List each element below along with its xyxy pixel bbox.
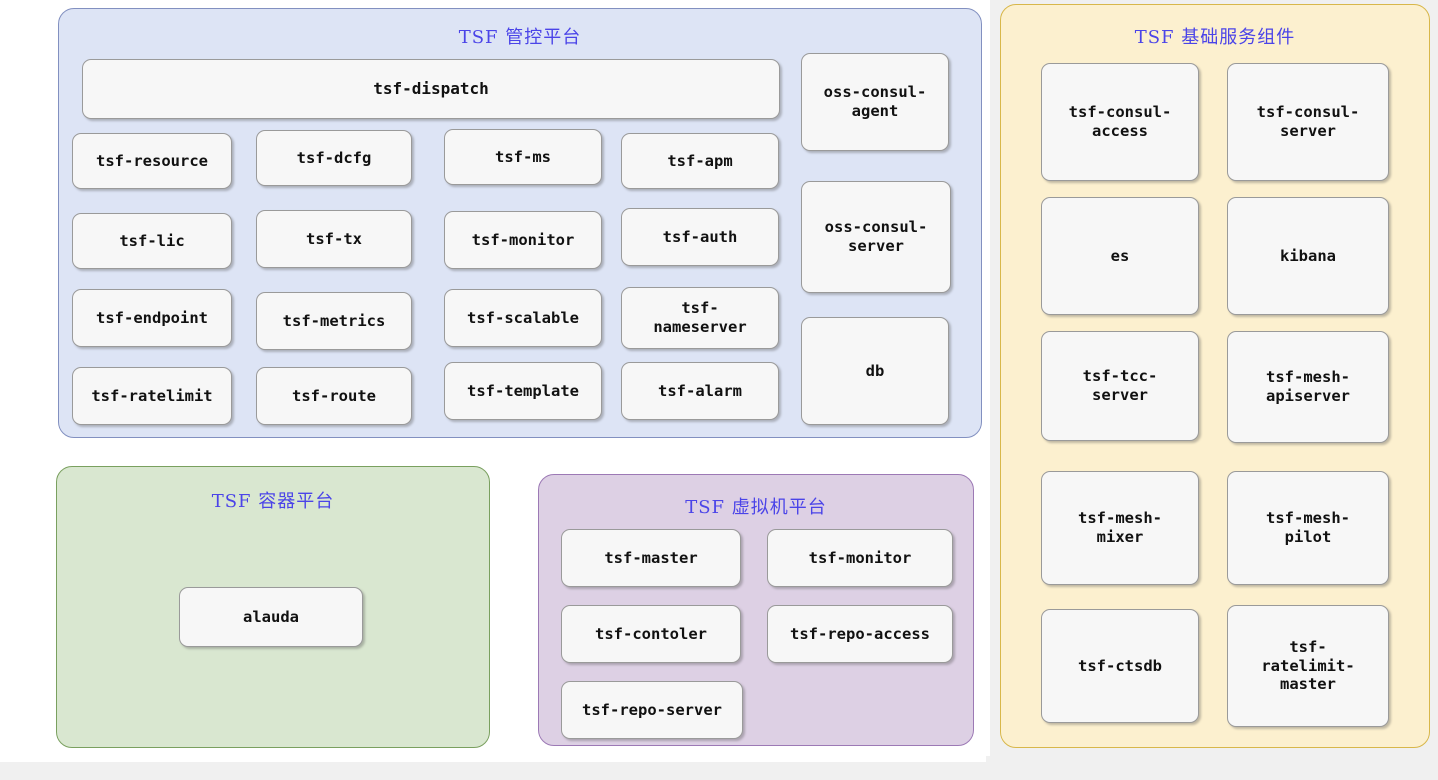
service-box-db[interactable]: db	[801, 317, 949, 425]
service-box-tsf-apm[interactable]: tsf-apm	[621, 133, 779, 189]
service-box-oss-consul-agent[interactable]: oss-consul- agent	[801, 53, 949, 151]
panel-management-platform-title: TSF 管控平台	[458, 27, 582, 48]
service-box-tsf-nameserver[interactable]: tsf- nameserver	[621, 287, 779, 349]
panel-infrastructure-services-title: TSF 基础服务组件	[1134, 27, 1296, 48]
service-box-kibana[interactable]: kibana	[1227, 197, 1389, 315]
service-box-tsf-auth[interactable]: tsf-auth	[621, 208, 779, 266]
panel-container-platform-title: TSF 容器平台	[211, 491, 335, 512]
service-box-tsf-repo-access[interactable]: tsf-repo-access	[767, 605, 953, 663]
service-box-tsf-lic[interactable]: tsf-lic	[72, 213, 232, 269]
panel-vm-platform: TSF 虚拟机平台 tsf-master tsf-monitor tsf-con…	[538, 474, 974, 746]
service-box-tsf-ms[interactable]: tsf-ms	[444, 129, 602, 185]
panel-infrastructure-services: TSF 基础服务组件 tsf-consul- access tsf-consul…	[1000, 4, 1430, 748]
service-box-es[interactable]: es	[1041, 197, 1199, 315]
service-box-tsf-consul-server[interactable]: tsf-consul- server	[1227, 63, 1389, 181]
service-box-tsf-monitor-vm[interactable]: tsf-monitor	[767, 529, 953, 587]
service-box-tsf-tx[interactable]: tsf-tx	[256, 210, 412, 268]
service-box-tsf-monitor[interactable]: tsf-monitor	[444, 211, 602, 269]
service-box-tsf-dcfg[interactable]: tsf-dcfg	[256, 130, 412, 186]
service-box-tsf-metrics[interactable]: tsf-metrics	[256, 292, 412, 350]
service-box-tsf-endpoint[interactable]: tsf-endpoint	[72, 289, 232, 347]
service-box-tsf-alarm[interactable]: tsf-alarm	[621, 362, 779, 420]
service-box-tsf-master[interactable]: tsf-master	[561, 529, 741, 587]
service-box-tsf-consul-access[interactable]: tsf-consul- access	[1041, 63, 1199, 181]
service-box-tsf-ratelimit-master[interactable]: tsf- ratelimit- master	[1227, 605, 1389, 727]
panel-vm-platform-title: TSF 虚拟机平台	[685, 497, 827, 518]
service-box-tsf-mesh-apiserver[interactable]: tsf-mesh- apiserver	[1227, 331, 1389, 443]
panel-container-platform: TSF 容器平台 alauda	[56, 466, 490, 748]
service-box-tsf-scalable[interactable]: tsf-scalable	[444, 289, 602, 347]
service-box-tsf-repo-server[interactable]: tsf-repo-server	[561, 681, 743, 739]
service-box-tsf-contoler[interactable]: tsf-contoler	[561, 605, 741, 663]
service-box-tsf-route[interactable]: tsf-route	[256, 367, 412, 425]
service-box-tsf-mesh-pilot[interactable]: tsf-mesh- pilot	[1227, 471, 1389, 585]
service-box-tsf-ctsdb[interactable]: tsf-ctsdb	[1041, 609, 1199, 723]
service-box-oss-consul-server[interactable]: oss-consul- server	[801, 181, 951, 293]
service-box-tsf-dispatch[interactable]: tsf-dispatch	[82, 59, 780, 119]
service-box-tsf-mesh-mixer[interactable]: tsf-mesh- mixer	[1041, 471, 1199, 585]
panel-management-platform: TSF 管控平台 tsf-dispatch tsf-resource tsf-d…	[58, 8, 982, 438]
service-box-tsf-resource[interactable]: tsf-resource	[72, 133, 232, 189]
service-box-tsf-tcc-server[interactable]: tsf-tcc- server	[1041, 331, 1199, 441]
service-box-tsf-template[interactable]: tsf-template	[444, 362, 602, 420]
service-box-alauda[interactable]: alauda	[179, 587, 363, 647]
service-box-tsf-ratelimit[interactable]: tsf-ratelimit	[72, 367, 232, 425]
